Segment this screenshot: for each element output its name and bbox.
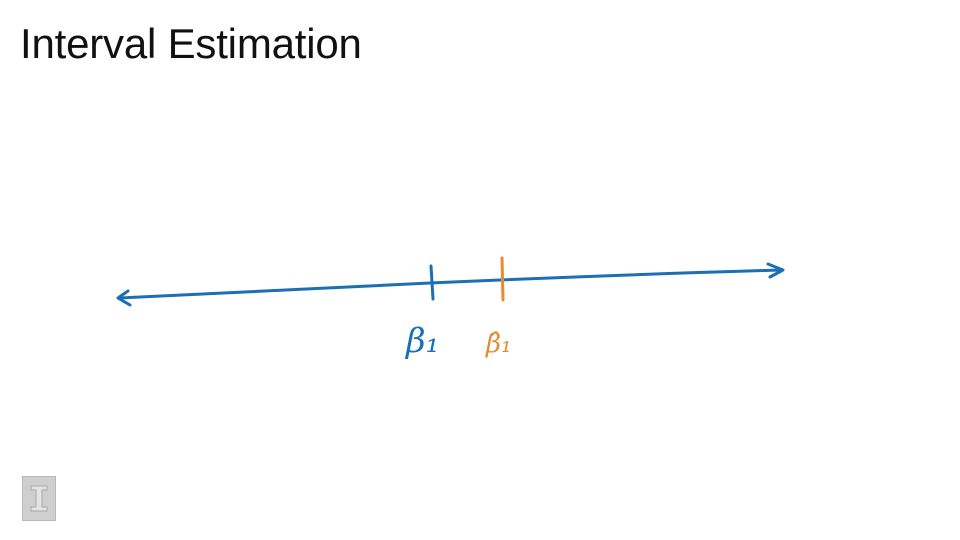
estimate-tick — [500, 256, 505, 302]
slide-title: Interval Estimation — [20, 20, 362, 67]
block-i-icon — [30, 485, 48, 512]
true-parameter-label: β₁ — [404, 321, 439, 361]
university-logo — [22, 476, 56, 521]
left-arrowhead — [116, 289, 132, 307]
true-parameter-tick — [429, 264, 435, 301]
number-line — [118, 268, 784, 300]
estimate-label: β̂₁ — [485, 329, 511, 359]
right-arrowhead — [766, 262, 785, 279]
